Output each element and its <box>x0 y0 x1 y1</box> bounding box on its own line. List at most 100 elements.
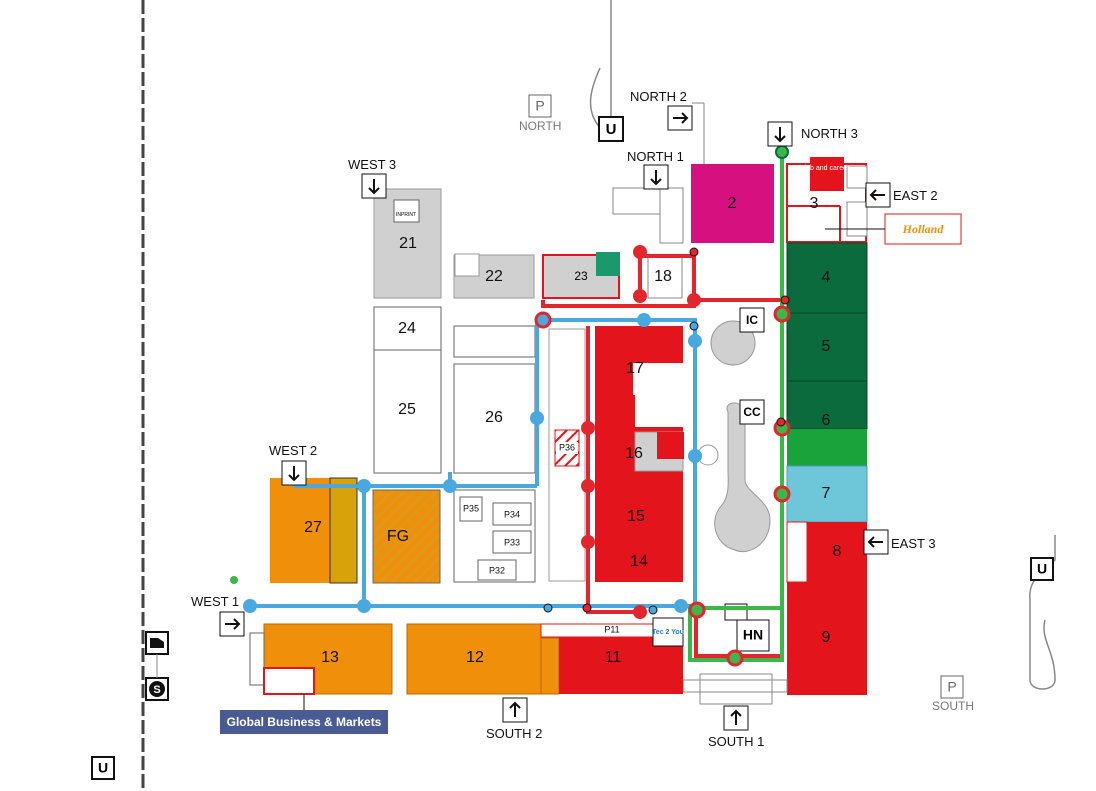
hall-27[interactable] <box>270 478 330 583</box>
hall-12-annex <box>540 637 560 695</box>
mixed-route-nodes <box>534 145 791 667</box>
cc-label: CC <box>743 405 761 419</box>
gate-south-2[interactable] <box>502 697 528 723</box>
hall-12-label: 12 <box>466 649 484 666</box>
cc-building[interactable] <box>714 402 771 552</box>
inprint-logo-text: INPRINT <box>396 212 416 218</box>
tec2you-logo[interactable] <box>652 617 684 647</box>
hall-fg[interactable] <box>372 489 441 584</box>
svg-text:P: P <box>535 98 544 114</box>
hall-14-label: 14 <box>630 553 648 570</box>
cc-label-box <box>739 399 765 425</box>
p34-label: P34 <box>504 509 520 519</box>
hall-18[interactable] <box>647 255 683 299</box>
gbm-area[interactable] <box>263 667 315 695</box>
ubahn-north-icon[interactable]: U <box>598 116 624 142</box>
gate-north-2-label: NORTH 2 <box>630 89 687 104</box>
hall-24-label: 24 <box>398 320 416 337</box>
north-road-curve <box>589 67 601 129</box>
p32[interactable] <box>477 559 517 581</box>
hall-26[interactable] <box>453 363 536 474</box>
hall-3-label: 3 <box>810 195 819 212</box>
hall-13-label: 13 <box>321 649 339 666</box>
hall-21-label: 21 <box>399 235 417 252</box>
hall-22-label: 22 <box>485 268 503 285</box>
p36-label: P36 <box>559 442 575 452</box>
gate-east-3-label: EAST 3 <box>891 536 936 551</box>
job-career-logo-text: job and career <box>804 165 850 172</box>
svg-text:P: P <box>947 679 956 695</box>
hall-9[interactable] <box>787 582 867 695</box>
hall-17[interactable] <box>595 326 683 430</box>
p35[interactable] <box>459 496 483 522</box>
sbahn-icon[interactable]: S <box>145 677 169 701</box>
hall-6-label: 6 <box>822 412 831 429</box>
hall-6-lower <box>787 429 867 466</box>
svg-text:U: U <box>606 121 617 138</box>
gate-west-2[interactable] <box>281 460 307 486</box>
east2-annex-2 <box>846 201 868 237</box>
hall-2[interactable] <box>691 164 774 243</box>
svg-text:U: U <box>98 760 108 776</box>
gate-north-2[interactable] <box>667 105 693 131</box>
gate-west-3[interactable] <box>361 173 387 199</box>
hall-15[interactable] <box>595 484 683 542</box>
south1-building <box>699 673 773 705</box>
ubahn-southwest-icon[interactable]: U <box>91 756 115 780</box>
holland-logo-text: Holland <box>902 222 945 236</box>
hall-fg-label: FG <box>387 528 409 545</box>
hall-25[interactable] <box>373 349 442 474</box>
gate-east-2[interactable] <box>865 182 891 208</box>
p36-label-bg <box>556 442 578 454</box>
gate-west-2-label: WEST 2 <box>269 443 317 458</box>
north1-building-2 <box>659 187 684 244</box>
train-icon[interactable] <box>145 631 169 655</box>
gate-west-1[interactable] <box>219 611 245 637</box>
east2-annex <box>846 165 868 189</box>
hall-18-label: 18 <box>654 268 672 285</box>
global-business-markets-banner[interactable]: Global Business & Markets <box>220 710 388 734</box>
hall-13-annex <box>249 632 265 686</box>
p32-label: P32 <box>489 565 505 575</box>
hn-building[interactable] <box>736 619 770 652</box>
job-career-logo[interactable] <box>810 157 844 191</box>
p11-label: P11 <box>604 624 619 634</box>
hall-15-label: 15 <box>627 508 645 525</box>
hall-4-label: 4 <box>822 269 831 286</box>
p33-label: P33 <box>504 537 520 547</box>
hall-12[interactable] <box>406 623 542 695</box>
svg-text:U: U <box>1037 561 1047 577</box>
hall-27-label: 27 <box>304 519 322 536</box>
gate-west-3-label: WEST 3 <box>348 157 396 172</box>
parking-north-icon[interactable]: P <box>528 94 552 118</box>
hall-6[interactable] <box>786 380 868 430</box>
p35-label: P35 <box>463 503 479 513</box>
holland-logo[interactable] <box>884 213 962 245</box>
gate-west-1-label: WEST 1 <box>191 594 239 609</box>
gate-north-3[interactable] <box>767 121 793 147</box>
blue-route-nodes <box>243 313 702 613</box>
hall-5[interactable] <box>786 312 868 382</box>
parking-south-label: SOUTH <box>932 699 974 713</box>
hall-2-label: 2 <box>728 195 737 212</box>
hall-14[interactable] <box>595 542 683 582</box>
svg-text:S: S <box>153 684 160 696</box>
hall-16-label: 16 <box>625 445 643 462</box>
hall-24[interactable] <box>373 306 442 351</box>
pin-markers <box>230 247 790 615</box>
inprint-logo <box>393 199 420 223</box>
gate-east-3[interactable] <box>863 529 889 555</box>
gate-east-2-label: EAST 2 <box>893 188 938 203</box>
tec2you-logo-text: Tec 2 You <box>652 629 684 636</box>
parking-south-icon[interactable]: P <box>940 675 964 699</box>
parking-north-label: NORTH <box>519 119 561 133</box>
p34[interactable] <box>492 502 532 526</box>
p33[interactable] <box>492 530 532 554</box>
gate-south-2-label: SOUTH 2 <box>486 726 542 741</box>
ubahn-east-icon[interactable]: U <box>1030 557 1054 581</box>
gate-north-1[interactable] <box>643 164 669 190</box>
hall-8[interactable] <box>807 522 867 582</box>
gate-south-1[interactable] <box>723 705 749 731</box>
red-route-nodes <box>581 245 701 619</box>
